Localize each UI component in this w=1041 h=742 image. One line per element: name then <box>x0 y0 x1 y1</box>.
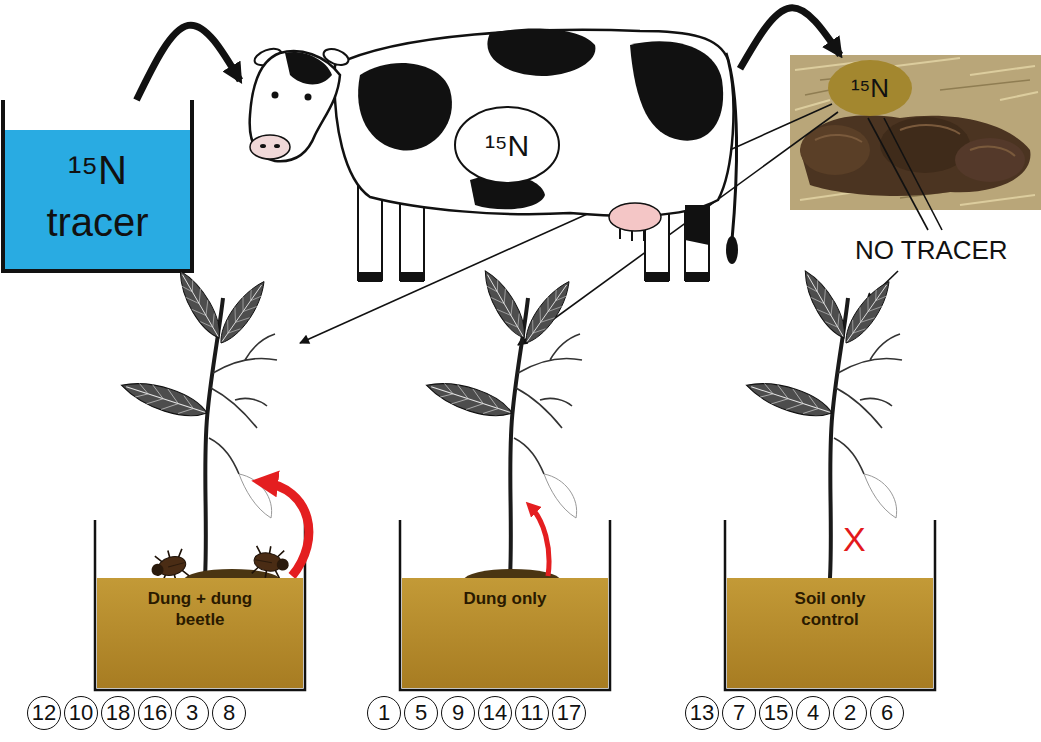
cow-part <box>250 51 340 161</box>
beaker-wall <box>3 100 192 271</box>
replicate-circle: 15 <box>759 696 793 730</box>
replicate-number: 1 <box>378 702 390 724</box>
cow-part <box>630 41 723 140</box>
pot-label: Soil only control <box>769 588 891 631</box>
dung-photo <box>790 55 1041 210</box>
replicate-number: 15 <box>764 702 788 724</box>
replicate-number: 5 <box>415 702 427 724</box>
pot-node: Dung only <box>402 578 608 688</box>
dung-photo-part <box>790 55 1041 210</box>
replicate-number: 2 <box>844 702 856 724</box>
replicate-number: 13 <box>690 702 714 724</box>
replicate-circle: 12 <box>27 696 61 730</box>
cow-part <box>685 272 709 282</box>
pot-label: Dung + dung beetle <box>139 588 261 631</box>
dung-photo-part <box>828 60 912 116</box>
replicate-circle: 11 <box>515 696 549 730</box>
replicate-number: 7 <box>733 702 745 724</box>
replicate-number: 3 <box>186 702 198 724</box>
replicate-number: 18 <box>106 702 130 724</box>
cow-part <box>685 205 709 245</box>
replicate-number: 6 <box>881 702 893 724</box>
replicate-circle: 17 <box>552 696 586 730</box>
replicate-circle: 9 <box>441 696 475 730</box>
plant <box>118 266 277 578</box>
cow-part <box>305 94 312 101</box>
cow-part <box>455 107 559 183</box>
replicate-circle: 8 <box>212 696 246 730</box>
replicate-circle: 1 <box>367 696 401 730</box>
pot-wall <box>400 520 610 690</box>
dung-photo-part <box>795 58 1038 205</box>
flow-arrow <box>137 25 241 100</box>
replicate-number: 10 <box>69 702 93 724</box>
dung-beetle <box>251 544 291 582</box>
replicate-number: 14 <box>483 702 507 724</box>
replicate-number: 16 <box>143 702 167 724</box>
label-anchor: NO TRACER <box>855 236 1008 266</box>
replicate-number: 11 <box>521 702 544 724</box>
leader-line <box>868 118 928 230</box>
replicate-circle: 7 <box>722 696 756 730</box>
replicate-circle: 13 <box>685 696 719 730</box>
cross-mark: X <box>843 520 866 559</box>
dung-photo-part <box>955 138 1025 182</box>
replicate-number: 12 <box>32 702 56 724</box>
dung-node: ¹⁵N <box>790 55 1041 210</box>
dung-photo-part <box>800 115 1030 196</box>
replicate-circle: 2 <box>833 696 867 730</box>
replicate-number: 17 <box>557 702 581 724</box>
cow-part <box>487 29 595 76</box>
cow-part <box>609 203 661 231</box>
replicate-circle: 3 <box>175 696 209 730</box>
leader-line <box>884 118 942 230</box>
beaker-node: ¹⁵N tracer <box>0 100 195 272</box>
isotope-label: ¹⁵N <box>851 74 889 103</box>
cow-part <box>260 144 266 148</box>
pot-node: Dung + dung beetle <box>97 578 303 688</box>
replicate-circle: 14 <box>478 696 512 730</box>
plant <box>743 266 902 578</box>
cow-part <box>400 272 424 282</box>
pot-label: Dung only <box>444 588 566 609</box>
pot-node: Soil only control <box>727 578 933 688</box>
replicate-circle: 5 <box>404 696 438 730</box>
plant <box>423 266 582 578</box>
tracer-label: ¹⁵N tracer <box>23 144 173 248</box>
pot-wall <box>95 520 305 690</box>
uptake-arrow <box>262 482 309 576</box>
note-label: NO TRACER <box>855 236 1008 266</box>
dung-photo-part <box>815 125 1015 156</box>
cow-part <box>620 229 644 241</box>
isotope-label: ¹⁵N <box>485 129 529 162</box>
replicate-circle: 18 <box>101 696 135 730</box>
replicate-circle: 4 <box>796 696 830 730</box>
cow-part <box>285 52 332 84</box>
text-anchor: ¹⁵N <box>455 107 559 183</box>
cow-part <box>726 236 738 264</box>
cow <box>250 29 738 282</box>
replicate-number: 9 <box>452 702 464 724</box>
label-anchor: X <box>843 520 866 559</box>
cow-part <box>250 135 290 159</box>
cow-node: ¹⁵N <box>240 5 740 295</box>
cow-part <box>274 144 280 148</box>
replicate-circle: 6 <box>870 696 904 730</box>
cow-part <box>358 63 452 151</box>
cow-part <box>645 272 669 282</box>
tracer-solution <box>5 130 191 270</box>
replicate-circle: 16 <box>138 696 172 730</box>
replicate-number: 8 <box>223 702 235 724</box>
flow-arrow <box>740 8 840 69</box>
replicate-circle: 10 <box>64 696 98 730</box>
cow-part <box>272 92 279 99</box>
cow-part <box>358 272 382 282</box>
uptake-arrow <box>530 506 549 576</box>
replicate-number: 4 <box>807 702 819 724</box>
text-anchor: ¹⁵N <box>828 60 912 116</box>
